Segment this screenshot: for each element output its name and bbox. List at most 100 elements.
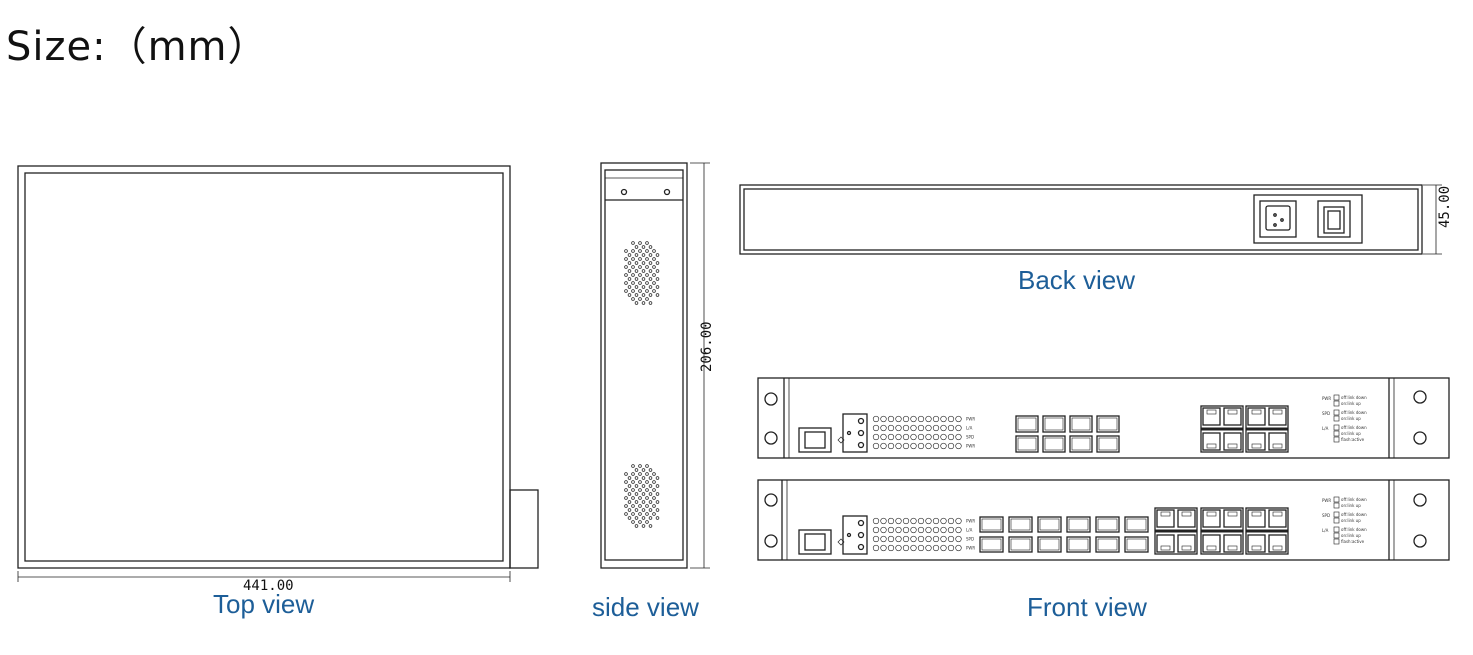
vent-hole [631,257,635,261]
vent-hole [641,508,646,512]
vent-hole [631,464,635,468]
rj45-latch [1206,443,1217,449]
vent-hole [641,301,646,305]
legend-box [1333,526,1340,533]
legend-group-label: PWR [1322,498,1331,503]
rj45-latch [1251,511,1262,517]
rj45-port [1268,407,1287,426]
vent-hole [648,301,653,305]
vent-hole [645,472,649,476]
legend-state-label: flash:active [1341,539,1365,544]
port-led [872,535,880,543]
vent-hole [648,468,653,472]
port-led [895,424,902,432]
side-view-caption: side view [592,592,699,622]
vent-hole [648,277,653,281]
sfp-port-inner [1017,417,1037,431]
port-led [910,544,917,552]
port-led [872,517,880,525]
port-led [932,535,940,543]
port-led [872,526,880,534]
port-led [940,517,947,525]
vent-hole [624,249,628,253]
vent-hole [627,269,632,273]
port-led [895,535,902,543]
rj45-latch [1206,409,1217,415]
port-led [947,415,955,423]
vent-hole [624,281,628,285]
vent-hole [624,512,628,516]
sfp-port-inner [1068,518,1089,531]
sfp-port [979,516,1004,533]
port-led [932,526,940,534]
vent-hole [627,277,632,281]
port-led [955,517,962,525]
port-led [910,442,917,450]
port-led [940,415,947,423]
vent-hole [648,516,653,520]
vent-hole [634,245,639,249]
vent-hole [648,253,653,257]
vent-hole [638,520,642,524]
rj45-port [1247,509,1266,528]
vent-hole [655,253,660,257]
port-led [910,535,917,543]
sfp-port [1066,536,1091,553]
sfp-port-inner [1010,538,1031,551]
port-led [940,544,947,552]
vent-hole [638,504,642,508]
legend-box [1333,517,1340,524]
port-led [947,433,955,441]
port-led [910,517,917,525]
rj45-latch [1251,409,1262,415]
port-led [902,526,910,534]
port-led [880,535,887,543]
page-title: Size:（mm） [6,24,269,70]
port-led [932,433,940,441]
vent-hole [652,249,656,253]
vent-hole [645,512,649,516]
port-led [880,415,887,423]
vent-hole [631,472,635,476]
vent-hole [645,297,649,301]
vent-hole [648,285,653,289]
vent-hole [631,504,635,508]
port-led [902,535,910,543]
rj45-port [1202,432,1221,451]
vent-hole [645,249,649,253]
vent-hole [627,492,632,496]
sfp-port-inner [1068,538,1089,551]
sfp-port-inner [1097,518,1118,531]
legend-state-label: on:link up [1341,533,1361,538]
vent-hole [624,265,628,269]
rj45-port [1223,432,1242,451]
vent-hole [627,261,632,265]
vent-hole [655,261,660,265]
legend-box [1333,436,1340,443]
vent-hole [655,476,660,480]
port-led [955,535,962,543]
vent-hole [645,464,649,468]
sfp-port-inner [981,538,1002,551]
sfp-port [1008,536,1033,553]
sfp-port [1124,536,1149,553]
sfp-port-inner [1039,518,1060,531]
port-led [925,535,932,543]
back-view-height-dimension: 45.00 [1437,185,1453,228]
vent-hole [645,289,649,293]
legend-group-label: SPD [1322,411,1330,416]
sfp-port [1124,516,1149,533]
sfp-port [1037,536,1062,553]
vent-hole [638,496,642,500]
rj45-port [1156,534,1175,553]
port-led [932,415,940,423]
port-led [955,442,962,450]
vent-hole [641,524,646,528]
front-view-caption: Front view [1027,592,1147,622]
rj45-port [1247,534,1266,553]
vent-hole [624,289,628,293]
legend-box [1333,496,1340,503]
sfp-port-inner [1126,538,1147,551]
led-row-label: SPD [966,537,974,542]
port-led [917,442,925,450]
